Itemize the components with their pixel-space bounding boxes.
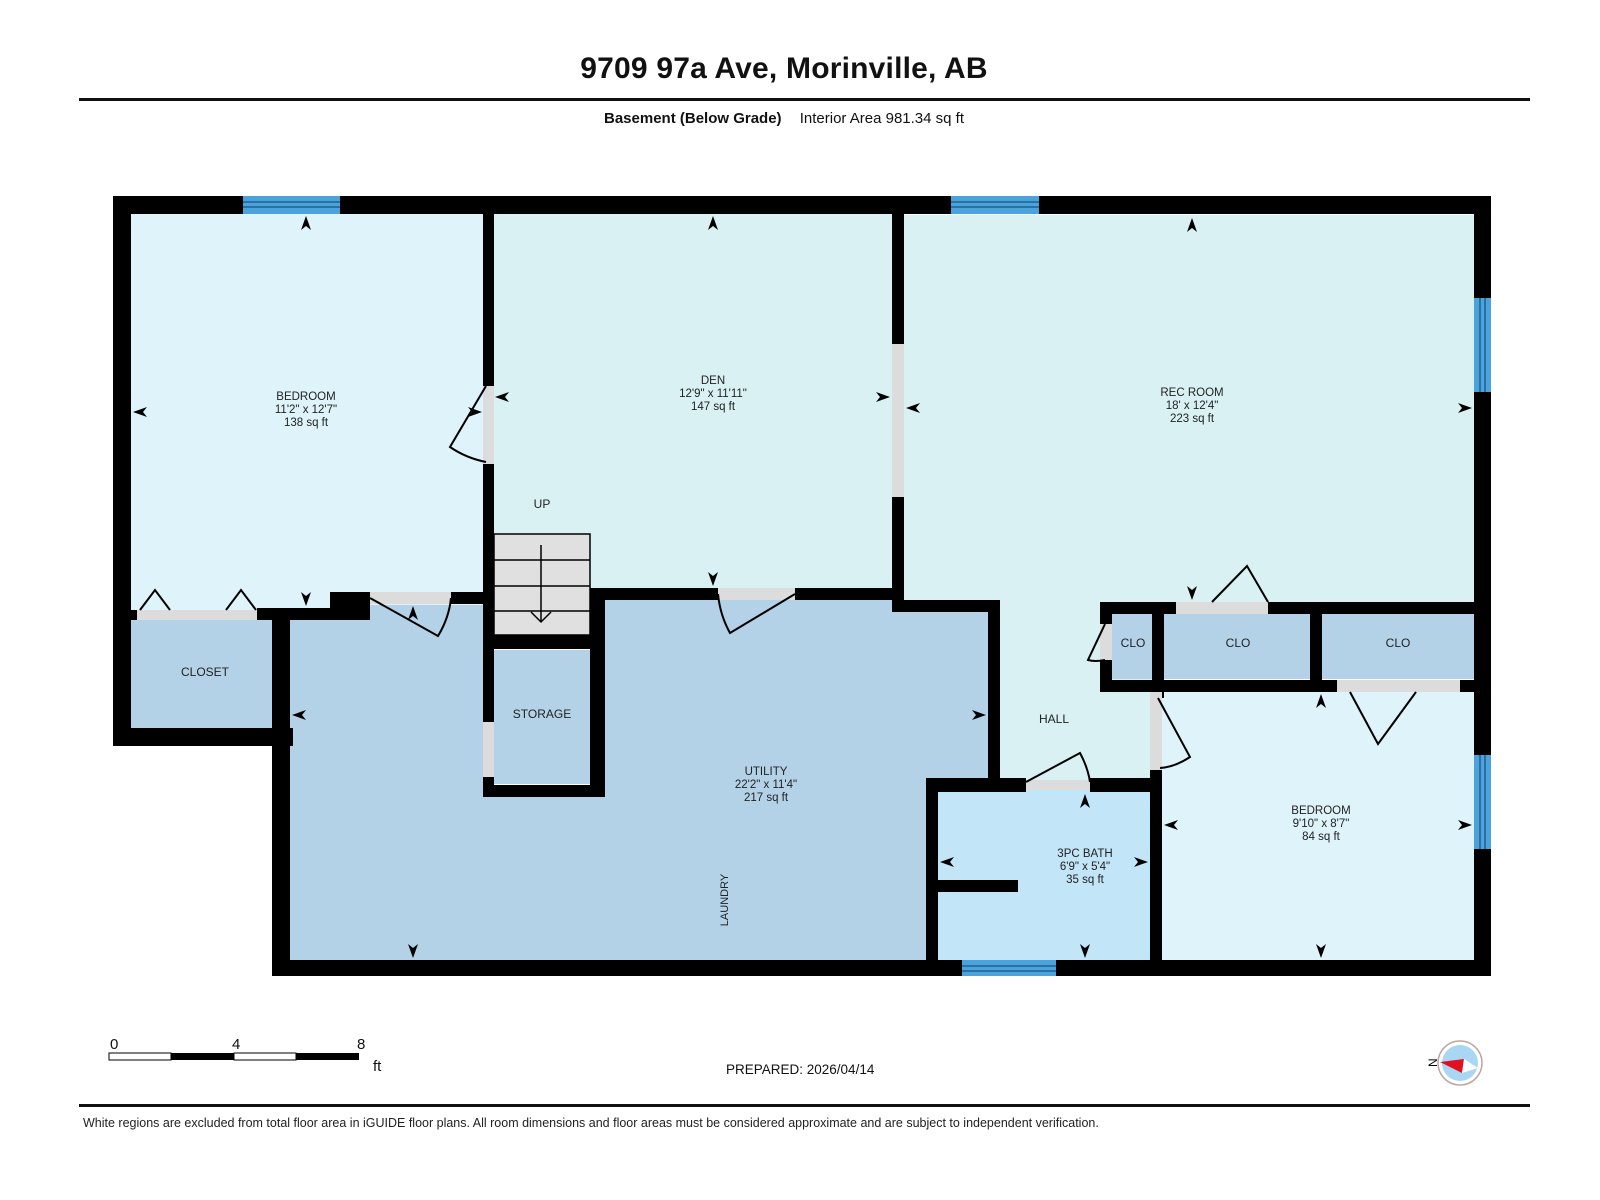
area-label: CLOSET (181, 665, 230, 679)
room-area: 35 sq ft (1066, 874, 1105, 886)
interior-area: Interior Area 981.34 sq ft (799, 110, 964, 127)
compass-north-label: N (1426, 1058, 1440, 1067)
scale-bar-labels: 0 4 8 (108, 1036, 408, 1054)
property-address: 9709 97a Ave, Morinville, AB (580, 52, 988, 85)
room-dims: 9'10" x 8'7" (1293, 818, 1350, 830)
disclaimer-text: White regions are excluded from total fl… (83, 1116, 1099, 1130)
bath-fill (938, 790, 1150, 960)
bedroom-1-fill (131, 213, 483, 613)
window-icon (1474, 755, 1491, 849)
bifold-door-icon (225, 588, 257, 611)
room-area: 138 sq ft (284, 417, 329, 429)
area-label: UP (534, 497, 551, 511)
room-name: 3PC BATH (1057, 848, 1112, 860)
door-swing-icon (717, 593, 796, 635)
clo-2-fill (1164, 613, 1310, 679)
door-swing-icon (448, 385, 487, 463)
storage-fill (494, 650, 590, 784)
area-label: CLO (1386, 636, 1411, 650)
level-info: Basement (Below Grade) Interior Area 981… (0, 110, 1568, 127)
window-icon (243, 196, 340, 214)
windows (243, 196, 1491, 976)
door-swing-icon (369, 597, 452, 638)
room-name: REC ROOM (1160, 387, 1223, 399)
scale-bar (108, 1052, 359, 1061)
door-swing-icon (1025, 751, 1091, 783)
stair-direction-arrow-icon (530, 611, 552, 624)
rec-room-fill (902, 215, 1474, 603)
clo-1-fill (1112, 613, 1152, 679)
bifold-door-icon (139, 588, 171, 611)
laundry-label: LAUNDRY (719, 873, 731, 926)
door-swing-icon (1086, 623, 1106, 662)
scale-tick-0: 0 (110, 1036, 119, 1053)
area-label: CLO (1121, 636, 1146, 650)
room-area: 223 sq ft (1170, 413, 1215, 425)
den-fill (492, 213, 892, 593)
room-name: BEDROOM (1291, 805, 1350, 817)
utility-fill (290, 600, 988, 960)
bifold-door-icon (1211, 564, 1269, 603)
closet-fill (131, 620, 276, 728)
small-labels: CLOSET STORAGE UP HALL CLO CLO CLO LAUNDRY (181, 497, 1410, 926)
scale-tick-4: 4 (232, 1036, 241, 1053)
header-divider (79, 98, 1530, 101)
room-dims: 11'2" x 12'7" (275, 404, 337, 416)
room-dims: 12'9" x 11'11" (679, 388, 747, 400)
room-dims: 22'2" x 11'4" (735, 779, 797, 791)
door-swing-icon (1157, 697, 1192, 769)
room-name: BEDROOM (276, 391, 335, 403)
compass-icon: N (1426, 1040, 1483, 1086)
door-openings (137, 344, 1460, 790)
level-name: Basement (Below Grade) (604, 110, 782, 127)
window-icon (1474, 298, 1491, 392)
room-dims: 6'9" x 5'4" (1060, 861, 1110, 873)
window-icon (962, 960, 1056, 976)
bedroom-2-fill (1162, 688, 1474, 960)
scale-tick-8: 8 (357, 1036, 366, 1053)
bifold-door-icon (1349, 691, 1417, 746)
room-name: UTILITY (745, 766, 788, 778)
window-icon (951, 196, 1039, 214)
room-dims: 18' x 12'4" (1166, 400, 1219, 412)
clo-3-fill (1322, 613, 1474, 679)
area-label: CLO (1226, 636, 1251, 650)
room-name: DEN (701, 375, 725, 387)
room-area: 84 sq ft (1302, 831, 1341, 843)
area-label: STORAGE (513, 707, 571, 721)
stairs-fill (494, 534, 590, 635)
stairs (493, 533, 591, 636)
footer-divider (79, 1104, 1530, 1107)
room-area: 147 sq ft (691, 401, 736, 413)
prepared-date: PREPARED: 2026/04/14 (726, 1062, 875, 1077)
scale-unit: ft (373, 1058, 382, 1075)
door-swings (139, 385, 1417, 783)
dimension-markers (133, 216, 1472, 958)
room-area: 217 sq ft (744, 792, 789, 804)
room-fills (131, 213, 1474, 960)
area-label: HALL (1039, 712, 1069, 726)
